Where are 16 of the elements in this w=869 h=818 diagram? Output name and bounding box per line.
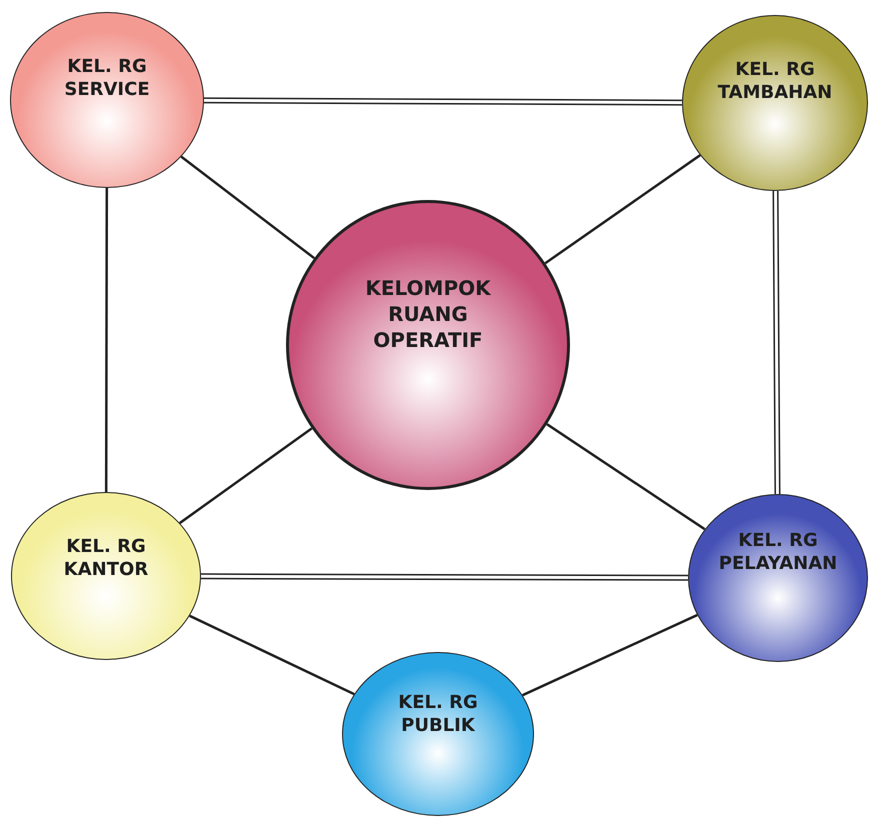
circle-label: KEL. RG PELAYANAN	[718, 529, 838, 576]
circle-label: KEL. RG KANTOR	[62, 535, 150, 582]
connector-line	[522, 614, 698, 696]
connector-line	[546, 423, 706, 530]
double-line	[201, 573, 688, 581]
connector-line	[544, 154, 701, 264]
connector-line	[179, 427, 313, 524]
double-line	[772, 190, 780, 494]
double-line	[204, 97, 682, 106]
connector-line	[180, 156, 316, 260]
circle-label: KEL. RG PUBLIK	[397, 691, 479, 738]
circle-label: KEL. RG TAMBAHAN	[716, 58, 834, 105]
connector-line	[189, 614, 355, 696]
connector-line	[104, 188, 108, 492]
circle-label: KELOMPOK RUANG OPERATIF	[364, 275, 492, 353]
circle-label: KEL. RG SERVICE	[63, 55, 151, 102]
